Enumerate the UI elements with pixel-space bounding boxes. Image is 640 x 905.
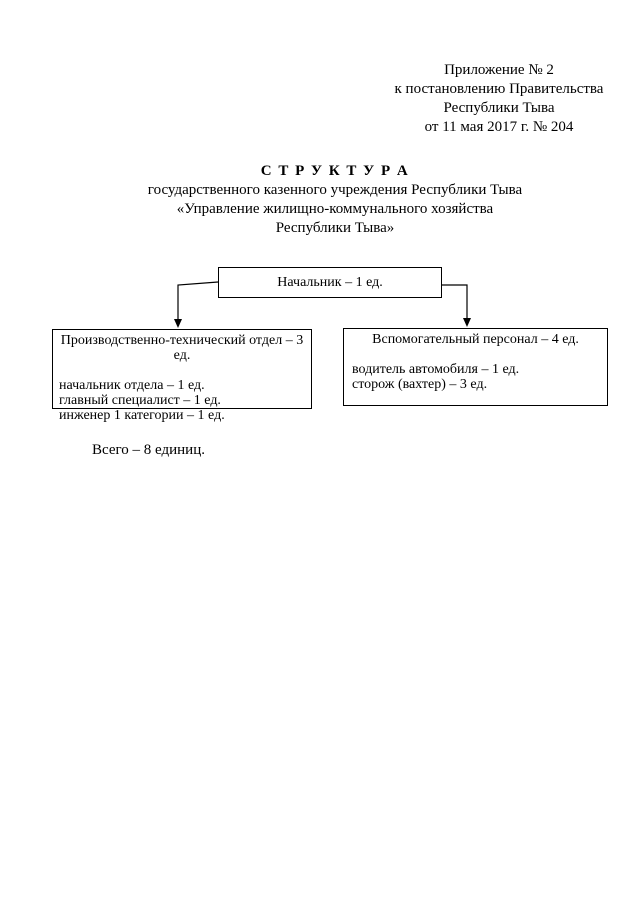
org-box-line: инженер 1 категории – 1 ед.: [59, 408, 225, 423]
connector-left-arrowhead: [174, 319, 182, 328]
connector-right: [442, 284, 468, 319]
appendix-line: Республики Тыва: [443, 100, 555, 116]
title-line: Республики Тыва»: [275, 220, 395, 236]
document-title: С Т Р У К Т У Р А государственного казен…: [52, 162, 618, 238]
total-count: Всего – 8 единиц.: [92, 442, 205, 458]
org-box-header: Вспомогательный персонал – 4 ед.: [372, 332, 579, 347]
org-box-line: водитель автомобиля – 1 ед.: [352, 362, 520, 377]
org-box-line: начальник отдела – 1 ед.: [59, 378, 205, 393]
org-box-line: сторож (вахтер) – 3 ед.: [352, 377, 488, 392]
org-box-support-staff: Вспомогательный персонал – 4 ед. водител…: [343, 328, 608, 406]
org-box-header: Производственно-технический отдел – 3 ед…: [60, 333, 304, 363]
title-line: «Управление жилищно-коммунального хозяйс…: [176, 201, 494, 217]
org-box-director: Начальник – 1 ед.: [218, 267, 442, 298]
blank-line: [352, 347, 599, 362]
org-box-director-label: Начальник – 1 ед.: [277, 275, 383, 290]
title-line: государственного казенного учреждения Ре…: [147, 182, 523, 198]
org-box-line: главный специалист – 1 ед.: [59, 393, 221, 408]
connector-right-arrowhead: [463, 318, 471, 327]
appendix-line: Приложение № 2: [444, 62, 554, 78]
connector-left: [177, 281, 219, 320]
appendix-header: Приложение № 2 к постановлению Правитель…: [378, 61, 620, 137]
appendix-line: к постановлению Правительства: [394, 81, 604, 97]
title-heading: С Т Р У К Т У Р А: [260, 163, 410, 179]
blank-line: [59, 363, 305, 378]
appendix-line: от 11 мая 2017 г. № 204: [424, 119, 574, 135]
org-box-production-dept: Производственно-технический отдел – 3 ед…: [52, 329, 312, 423]
